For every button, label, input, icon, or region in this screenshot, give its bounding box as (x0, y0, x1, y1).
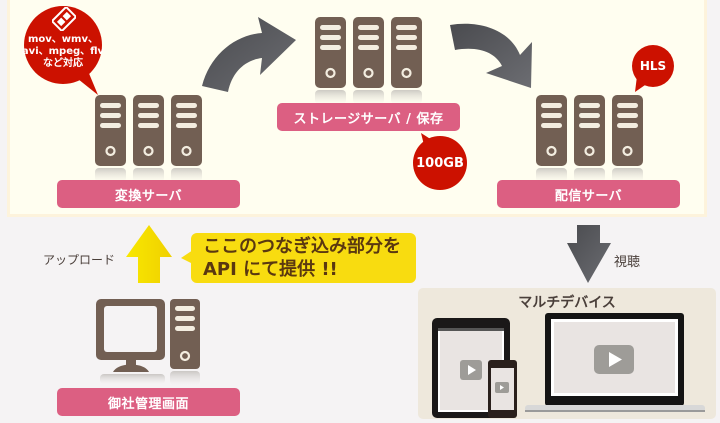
devices-title: マルチデバイス (518, 295, 616, 311)
upload-label: アップロード (43, 253, 116, 267)
upload-arrow-icon (126, 225, 172, 283)
format-line-2: avi、mpeg、flv (21, 46, 105, 57)
format-bubble-text: mov、wmv、 avi、mpeg、flv など対応 (20, 34, 106, 70)
format-line-3: など対応 (43, 58, 83, 69)
hls-badge (632, 45, 674, 92)
admin-panel-label: 御社管理画面 (57, 388, 240, 416)
convert-server-icon (93, 93, 204, 184)
multi-device-panel: マルチデバイス (418, 288, 716, 419)
delivery-server-icon (534, 93, 645, 184)
delivery-server-label: 配信サーバ (497, 180, 680, 208)
devices-graphics (432, 313, 705, 418)
view-label: 視聴 (614, 255, 641, 270)
phone-icon (488, 360, 517, 418)
curved-arrow-down-icon (450, 23, 532, 88)
laptop-icon (525, 313, 705, 412)
film-icon (52, 7, 76, 31)
callout-tail (181, 250, 193, 264)
storage-server-icon (313, 15, 424, 106)
convert-server-label: 変換サーバ (57, 180, 240, 208)
storage-badge-text: 100GB (416, 155, 464, 171)
format-line-1: mov、wmv、 (28, 34, 98, 45)
callout-line-1: ここのつなぎ込み部分を (203, 236, 401, 257)
storage-badge (413, 133, 467, 190)
hls-badge-text: HLS (639, 59, 667, 73)
format-bubble (24, 6, 102, 95)
callout-line-2: API にて提供 !! (203, 259, 338, 280)
computer-icon (96, 299, 200, 385)
storage-server-label: ストレージサーバ / 保存 (277, 103, 460, 131)
curved-arrow-icon (202, 17, 296, 92)
api-callout: ここのつなぎ込み部分を API にて提供 !! (191, 233, 416, 283)
view-arrow-icon (567, 225, 611, 283)
